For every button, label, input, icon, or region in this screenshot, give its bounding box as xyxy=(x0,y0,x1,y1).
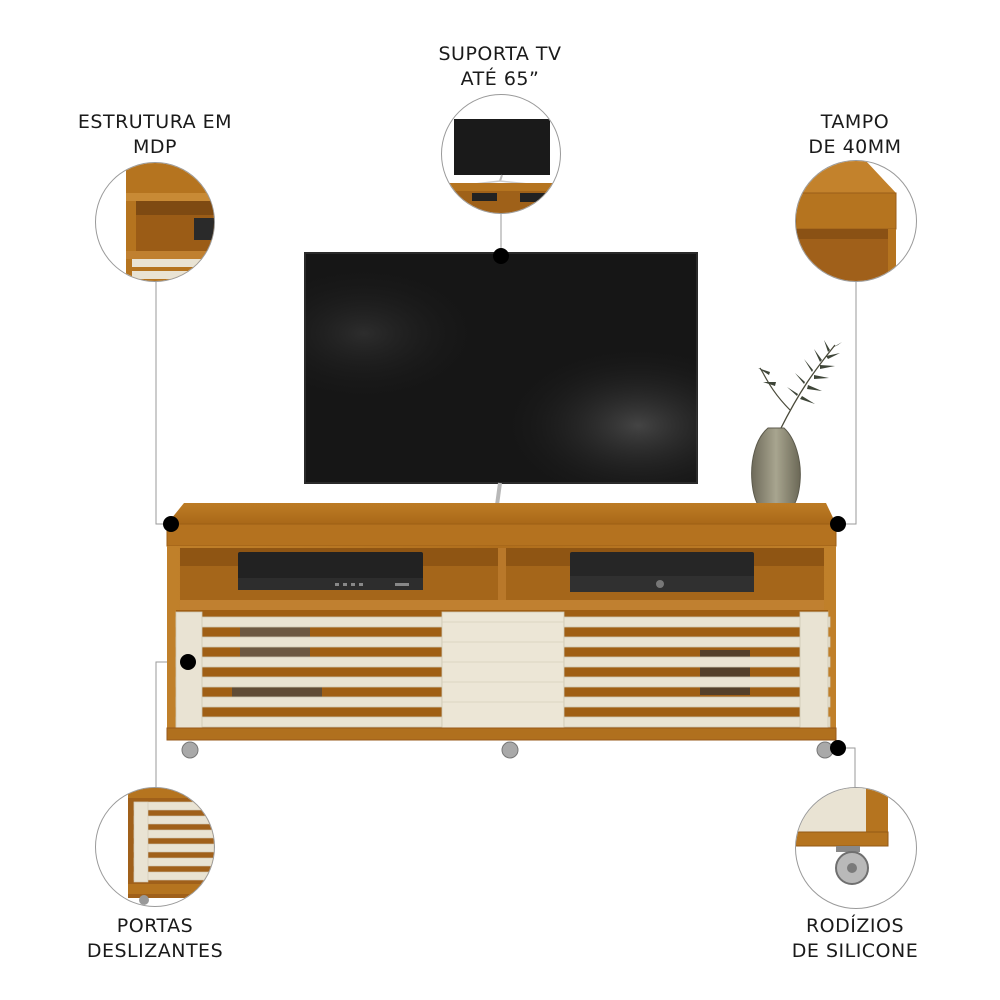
dot-wheels xyxy=(830,740,846,756)
callout-structure-line2: MDP xyxy=(133,136,177,158)
stand-top-surface xyxy=(167,503,836,524)
callout-top-label: TAMPO DE 40MM xyxy=(780,110,930,160)
dot-doors xyxy=(180,654,196,670)
tv xyxy=(304,252,698,524)
callout-tv-line2: ATÉ 65” xyxy=(460,68,540,90)
callout-top-line2: DE 40MM xyxy=(808,136,902,158)
callout-tv-line1: SUPORTA TV xyxy=(438,43,562,65)
detail-circle-doors xyxy=(95,787,215,907)
detail-circle-structure xyxy=(95,162,215,282)
dot-top xyxy=(830,516,846,532)
leader-top xyxy=(838,280,857,525)
vase xyxy=(751,427,801,517)
device-left xyxy=(238,552,423,590)
callout-top-line1: TAMPO xyxy=(820,111,890,133)
detail-circle-tv xyxy=(441,94,561,214)
callout-doors-line2: DESLIZANTES xyxy=(86,940,224,962)
callout-doors-label: PORTAS DESLIZANTES xyxy=(75,914,235,964)
leader-structure xyxy=(155,280,171,525)
device-right xyxy=(570,552,754,592)
sliding-door-slats xyxy=(175,611,831,729)
dot-structure xyxy=(163,516,179,532)
callout-doors-line1: PORTAS xyxy=(116,915,194,937)
callout-wheels-label: RODÍZIOS DE SILICONE xyxy=(775,914,935,964)
callout-structure-label: ESTRUTURA EM MDP xyxy=(70,110,240,160)
callout-tv-label: SUPORTA TV ATÉ 65” xyxy=(420,42,580,92)
callout-dots xyxy=(163,248,846,756)
vase-plant xyxy=(751,340,842,517)
wheels xyxy=(181,741,834,759)
tv-stand-furniture xyxy=(166,503,837,759)
dot-tv xyxy=(493,248,509,264)
detail-circle-top xyxy=(795,160,917,282)
tv-stand-neck xyxy=(495,482,502,506)
callout-structure-line1: ESTRUTURA EM xyxy=(77,111,233,133)
callout-wheels-line1: RODÍZIOS xyxy=(805,915,905,937)
detail-circle-wheels xyxy=(795,787,917,909)
stand-top-edge xyxy=(166,523,837,547)
callout-wheels-line2: DE SILICONE xyxy=(791,940,919,962)
